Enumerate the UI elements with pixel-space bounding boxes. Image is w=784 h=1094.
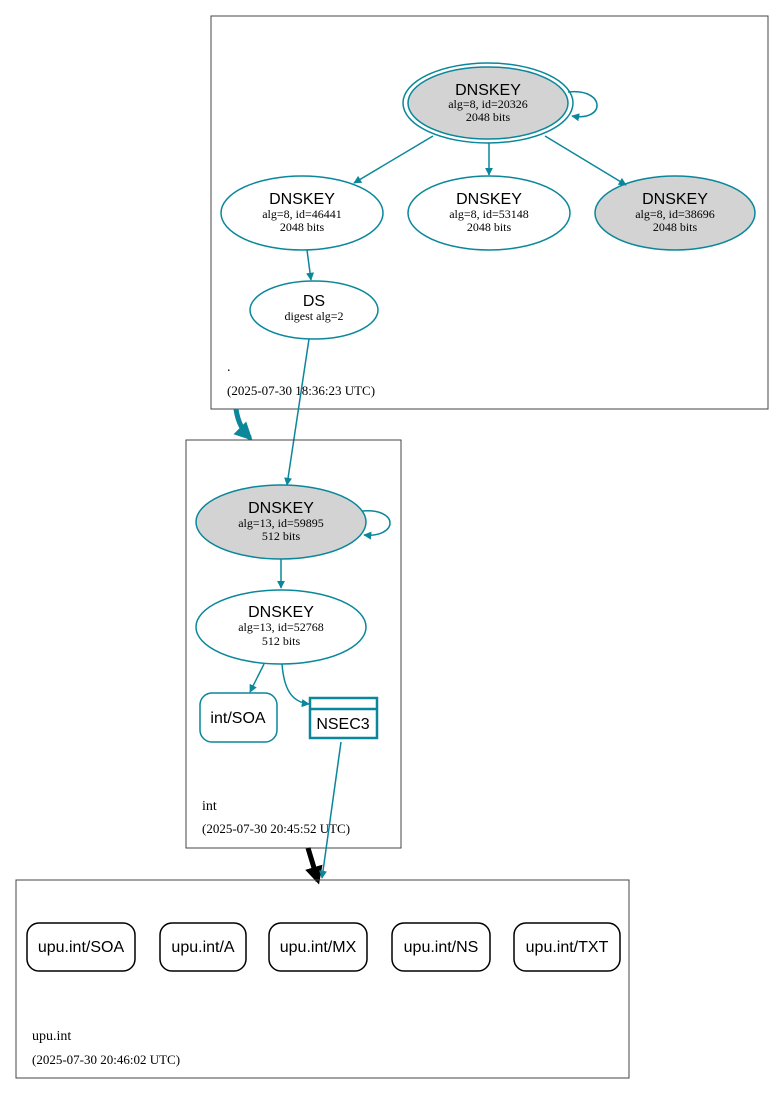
rrset-label: int/SOA [210,710,265,727]
zone-upu-name: upu.int [32,1029,71,1044]
zone-int-timestamp: (2025-07-30 20:45:52 UTC) [202,821,350,836]
dnskey-node-59895[interactable]: DNSKEY alg=13, id=59895 512 bits [195,484,367,560]
dnskey-size: 2048 bits [466,110,511,124]
delegation-int-upu [305,847,323,885]
rrset-upu-txt[interactable]: upu.int/TXT [513,922,621,972]
edge-52768-nsec3 [281,663,310,708]
dnskey-detail: alg=13, id=52768 [238,620,324,634]
dnskey-title: DNSKEY [456,191,522,208]
dnskey-node-53148[interactable]: DNSKEY alg=8, id=53148 2048 bits [407,175,571,251]
dnskey-detail: alg=8, id=53148 [449,207,529,221]
ds-node[interactable]: DS digest alg=2 [249,280,379,340]
dnskey-size: 2048 bits [653,220,698,234]
dnskey-title: DNSKEY [248,604,314,621]
dnskey-size: 512 bits [262,529,301,543]
zone-upu-timestamp: (2025-07-30 20:46:02 UTC) [32,1052,180,1067]
dnskey-detail: alg=8, id=38696 [635,207,715,221]
dnskey-detail: alg=8, id=20326 [448,97,528,111]
dnskey-node-20326[interactable]: DNSKEY alg=8, id=20326 2048 bits [402,62,574,144]
dnskey-title: DNSKEY [248,500,314,517]
dnskey-title: DNSKEY [269,191,335,208]
edge-nsec3-upu [319,741,342,879]
ds-detail: digest alg=2 [284,309,343,323]
edge-52768-soa [249,663,265,693]
nsec3-label: NSEC3 [316,716,369,733]
nsec3-node[interactable]: NSEC3 [308,696,379,740]
zone-int: int (2025-07-30 20:45:52 UTC) DNSKEY alg… [185,439,402,849]
zone-int-name: int [202,799,217,814]
zone-root-name: . [227,360,231,375]
self-sign-edge-59895 [361,510,391,540]
rrset-label: upu.int/MX [280,939,357,956]
rrset-upu-mx[interactable]: upu.int/MX [268,922,368,972]
rrset-label: upu.int/NS [404,939,479,956]
rrset-label: upu.int/TXT [526,939,609,956]
edge-20326-38696 [544,135,627,186]
dnskey-node-38696[interactable]: DNSKEY alg=8, id=38696 2048 bits [594,175,756,251]
rrset-int-soa[interactable]: int/SOA [199,692,278,743]
self-sign-edge-20326 [567,91,598,122]
dnskey-title: DNSKEY [642,191,708,208]
ds-title: DS [303,293,325,310]
edge-46441-ds [306,249,315,281]
dnskey-size: 2048 bits [280,220,325,234]
zone-root-border [210,15,769,410]
dnskey-size: 2048 bits [467,220,512,234]
dnskey-size: 512 bits [262,634,301,648]
zone-root: . (2025-07-30 18:36:23 UTC) DNSKEY alg=8… [210,15,769,410]
rrset-label: upu.int/SOA [38,939,125,956]
rrset-upu-a[interactable]: upu.int/A [159,922,247,972]
delegation-root-int [233,408,253,441]
edge-20326-46441 [353,135,434,184]
rrset-upu-ns[interactable]: upu.int/NS [391,922,491,972]
dnskey-detail: alg=8, id=46441 [262,207,342,221]
rrset-upu-soa[interactable]: upu.int/SOA [26,922,136,972]
zone-int-border [185,439,402,849]
rrset-label: upu.int/A [171,939,234,956]
zone-upu: upu.int (2025-07-30 20:46:02 UTC) upu.in… [15,879,630,1079]
zone-upu-border [15,879,630,1079]
dnskey-title: DNSKEY [455,82,521,99]
edge-ds-59895 [284,338,310,486]
dnskey-node-52768[interactable]: DNSKEY alg=13, id=52768 512 bits [195,589,367,665]
dnskey-detail: alg=13, id=59895 [238,516,324,530]
dnskey-node-46441[interactable]: DNSKEY alg=8, id=46441 2048 bits [220,175,384,251]
